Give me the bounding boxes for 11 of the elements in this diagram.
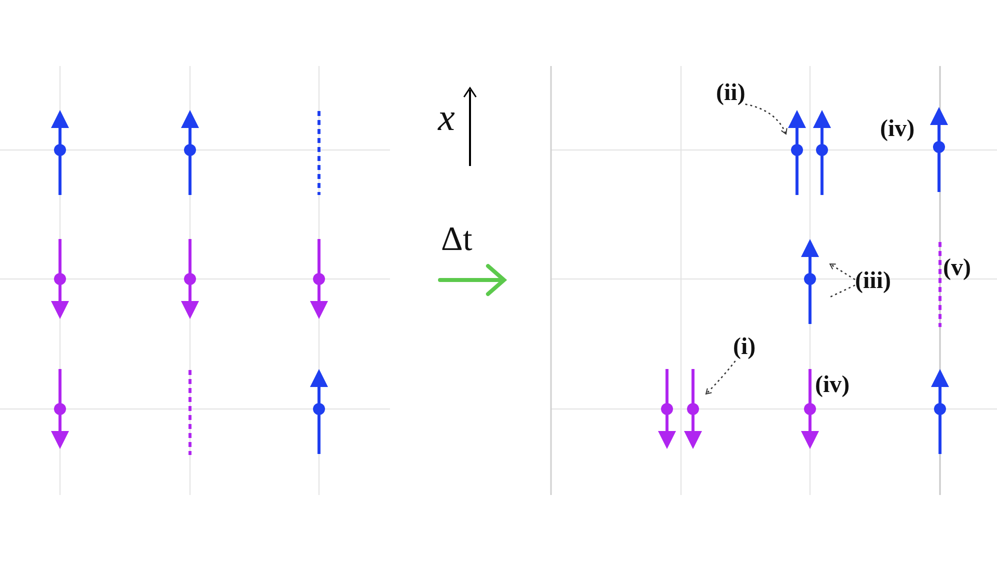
axis-label: x bbox=[438, 104, 455, 132]
annotation-label: (iii) bbox=[855, 267, 891, 295]
annotation-label: (v) bbox=[943, 254, 971, 282]
annotation-label: (ii) bbox=[716, 79, 746, 107]
annotation-label: (i) bbox=[733, 333, 756, 361]
leader-arrow bbox=[745, 104, 788, 134]
annotation-label: (iv) bbox=[880, 115, 915, 143]
annotation-label: (iv) bbox=[815, 371, 850, 399]
time-step-label: Δt bbox=[441, 226, 472, 254]
leader-arrow bbox=[830, 263, 856, 280]
leader-arrow bbox=[706, 360, 736, 394]
